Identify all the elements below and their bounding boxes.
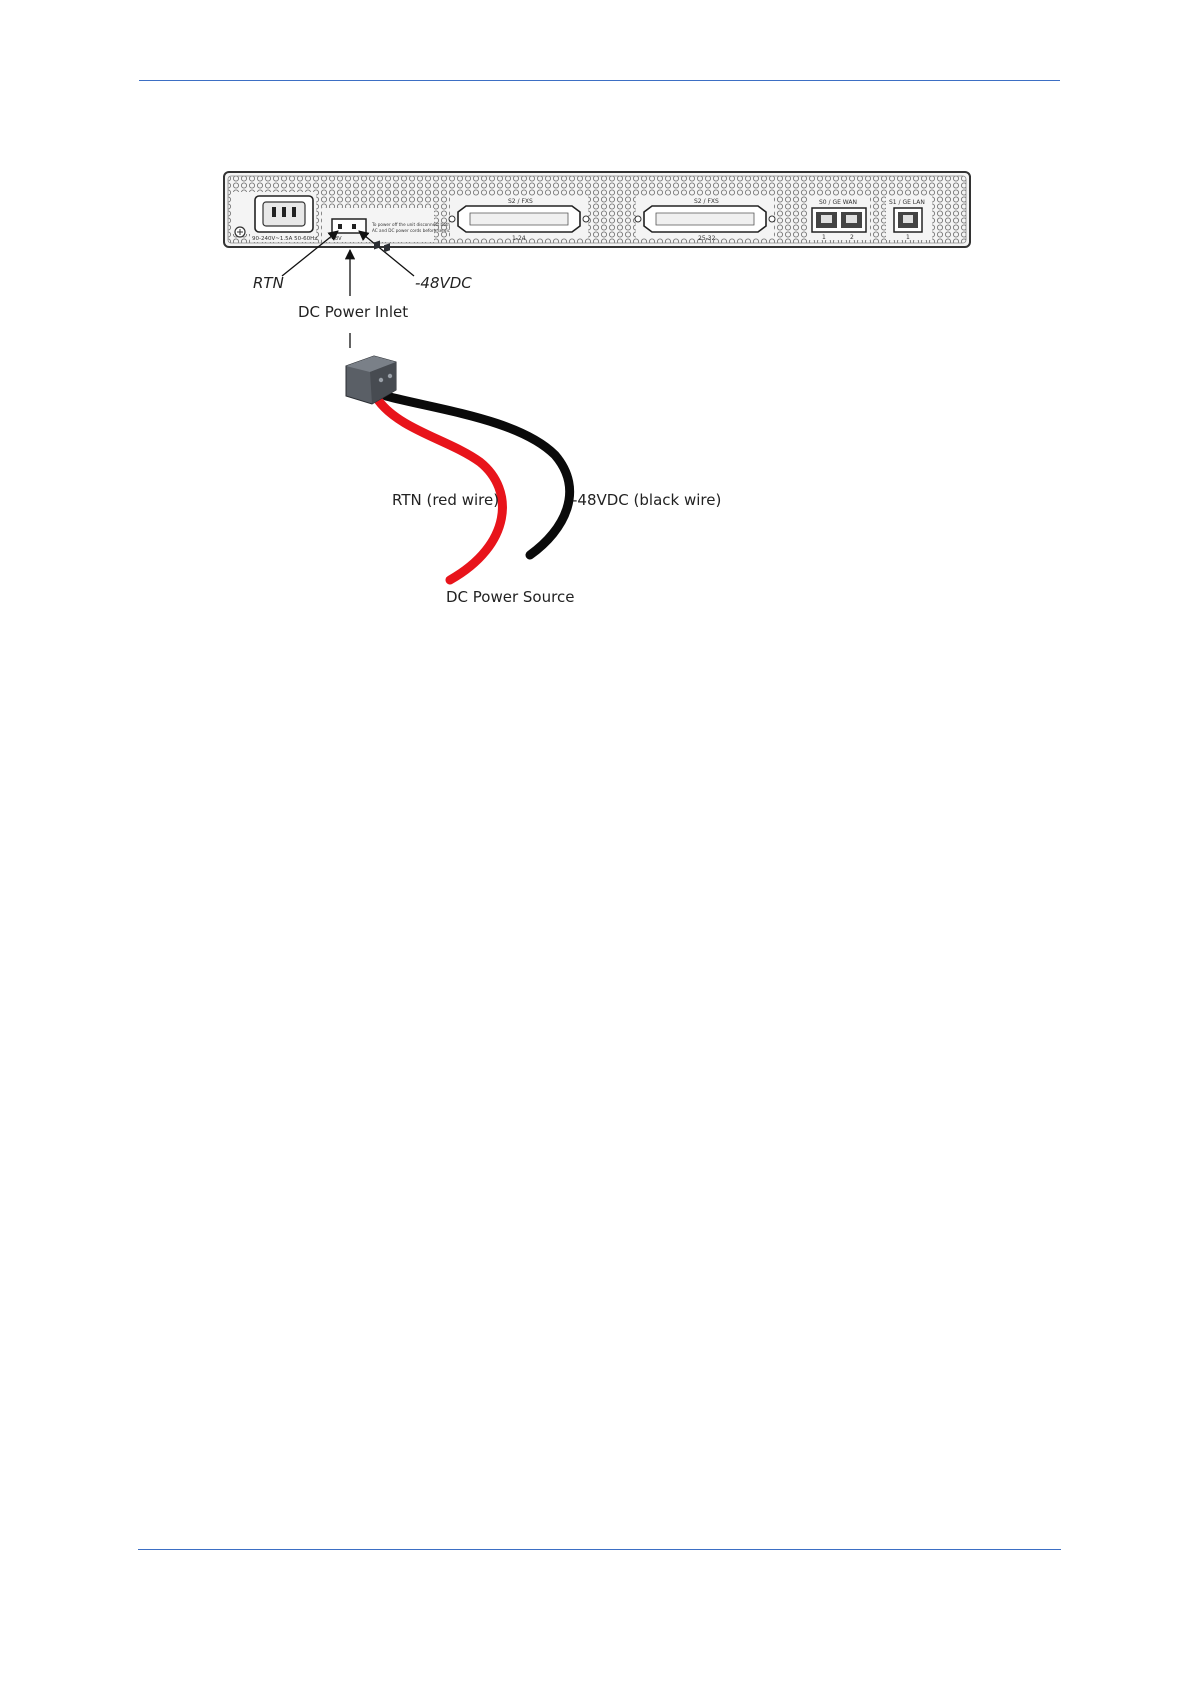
- dc-power-connection-figure: 90-240V~1.5A 50-60Hz -48V To power off t…: [0, 0, 1191, 700]
- warning-text-1: To power off the unit disconnect both: [371, 222, 450, 227]
- neg48vdc-label: -48VDC: [415, 274, 472, 292]
- ge-lan-port: S1 / GE LAN 1: [886, 196, 932, 241]
- power-rating-text: 90-240V~1.5A 50-60Hz: [252, 236, 317, 242]
- ge-wan-ports: S0 / GE WAN 1 2: [808, 196, 870, 241]
- callout-arrows: [282, 231, 414, 348]
- red-wire: [378, 400, 502, 580]
- neg48vdc-black-wire-label: -48VDC (black wire): [572, 491, 721, 509]
- terminal-block-plug-icon: [346, 241, 396, 404]
- connector-b-header: S2 / FXS: [694, 198, 719, 205]
- connector-a-header: S2 / FXS: [508, 198, 533, 205]
- rtn-red-wire-label: RTN (red wire): [392, 491, 499, 509]
- warning-text-2: AC and DC power cords before service.: [372, 228, 454, 233]
- dc-power-source-label: DC Power Source: [446, 588, 574, 606]
- footer-rule: [138, 1549, 1061, 1550]
- wan-port-1-label: 1: [822, 234, 826, 241]
- ac-power-inlet: [232, 192, 316, 237]
- connector-a-ports: 1-24: [512, 235, 526, 242]
- connector-b-ports: 25-32: [698, 235, 716, 242]
- fxs-connector-25-32: S2 / FXS 25-32: [635, 196, 775, 242]
- dc-power-inlet-label: DC Power Inlet: [298, 303, 408, 321]
- wan-port-2-label: 2: [850, 234, 854, 241]
- lan-port-1-label: 1: [906, 234, 910, 241]
- wan-header: S0 / GE WAN: [819, 199, 857, 206]
- black-wire: [386, 396, 570, 555]
- rtn-label: RTN: [253, 274, 284, 292]
- dc-rating-text: -48V: [330, 236, 342, 242]
- device-rear-panel: 90-240V~1.5A 50-60Hz -48V To power off t…: [224, 172, 970, 247]
- fxs-connector-1-24: S2 / FXS 1-24: [449, 196, 589, 242]
- power-wires: [378, 396, 570, 580]
- lan-header: S1 / GE LAN: [889, 199, 925, 206]
